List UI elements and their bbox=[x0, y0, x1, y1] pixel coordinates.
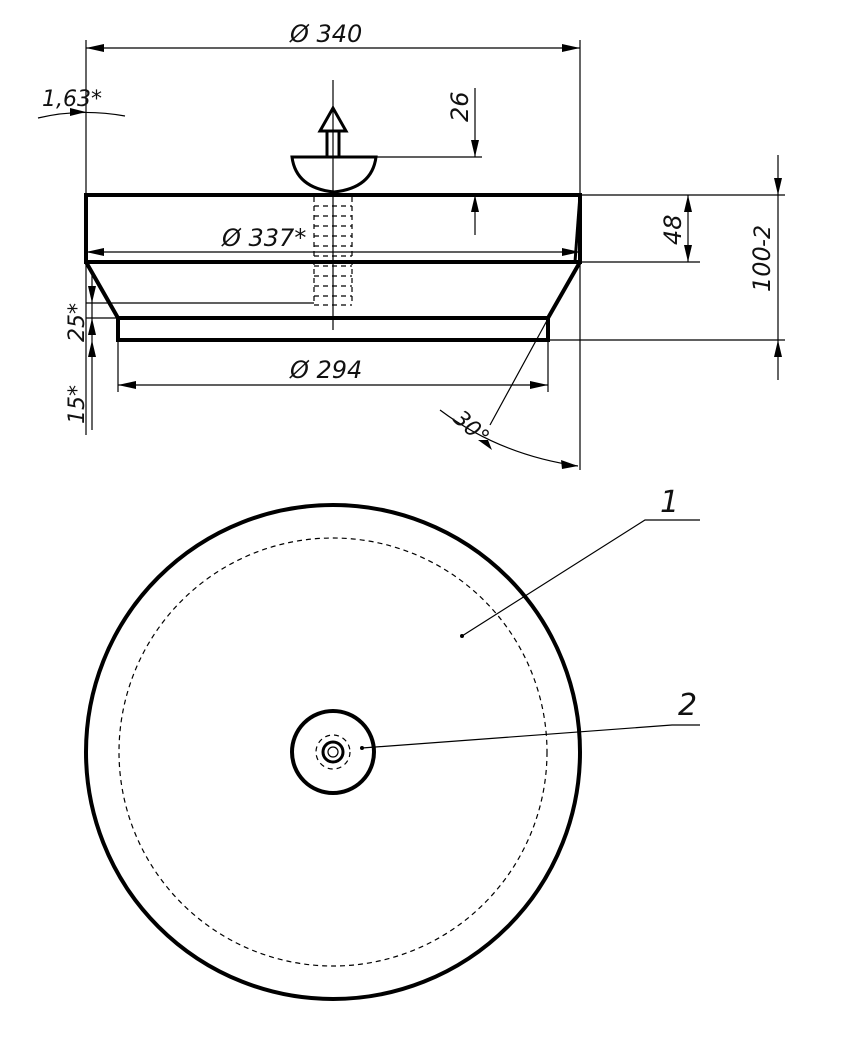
dim-mid-diameter: Ø 337* bbox=[221, 224, 306, 252]
knob-center bbox=[327, 746, 339, 758]
side-view: Ø 340 Ø 337* Ø 294 1,63* 26 48 100 -2 bbox=[37, 20, 785, 470]
knob-dashed-circle bbox=[315, 734, 351, 770]
dim-knob-height: 26 bbox=[446, 91, 474, 122]
dim-outer-diameter: Ø 340 bbox=[289, 20, 362, 48]
dim-upper-band-height: 48 bbox=[659, 214, 687, 245]
dim-lower-taper-height: 25* bbox=[65, 303, 90, 342]
knob-inner-circle bbox=[321, 740, 345, 764]
dim-base-diameter: Ø 294 bbox=[289, 356, 362, 384]
base-outline bbox=[116, 318, 550, 342]
dim-taper-offset: 1,63* bbox=[42, 87, 102, 112]
dim-base-height: 15* bbox=[65, 385, 90, 424]
angle-arc bbox=[439, 409, 579, 467]
callout-2-leader bbox=[361, 724, 700, 749]
callout-part-1: 1 bbox=[660, 485, 679, 520]
top-view: 1 2 bbox=[84, 485, 700, 1001]
dim-line-taper-offset bbox=[37, 111, 126, 119]
knob-cup bbox=[290, 155, 378, 194]
inner-dashed-circle bbox=[118, 537, 548, 967]
upper-band-right-edge bbox=[573, 194, 582, 263]
callout-1-leader bbox=[461, 519, 700, 637]
angle-leader bbox=[489, 281, 569, 426]
knob-outer-circle bbox=[290, 709, 376, 795]
dim-total-height: 100 bbox=[748, 246, 776, 292]
callout-part-2: 2 bbox=[678, 688, 697, 723]
extension-lines bbox=[85, 40, 785, 470]
outer-circle bbox=[84, 503, 582, 1001]
dim-total-height-tolerance: -2 bbox=[751, 225, 776, 247]
